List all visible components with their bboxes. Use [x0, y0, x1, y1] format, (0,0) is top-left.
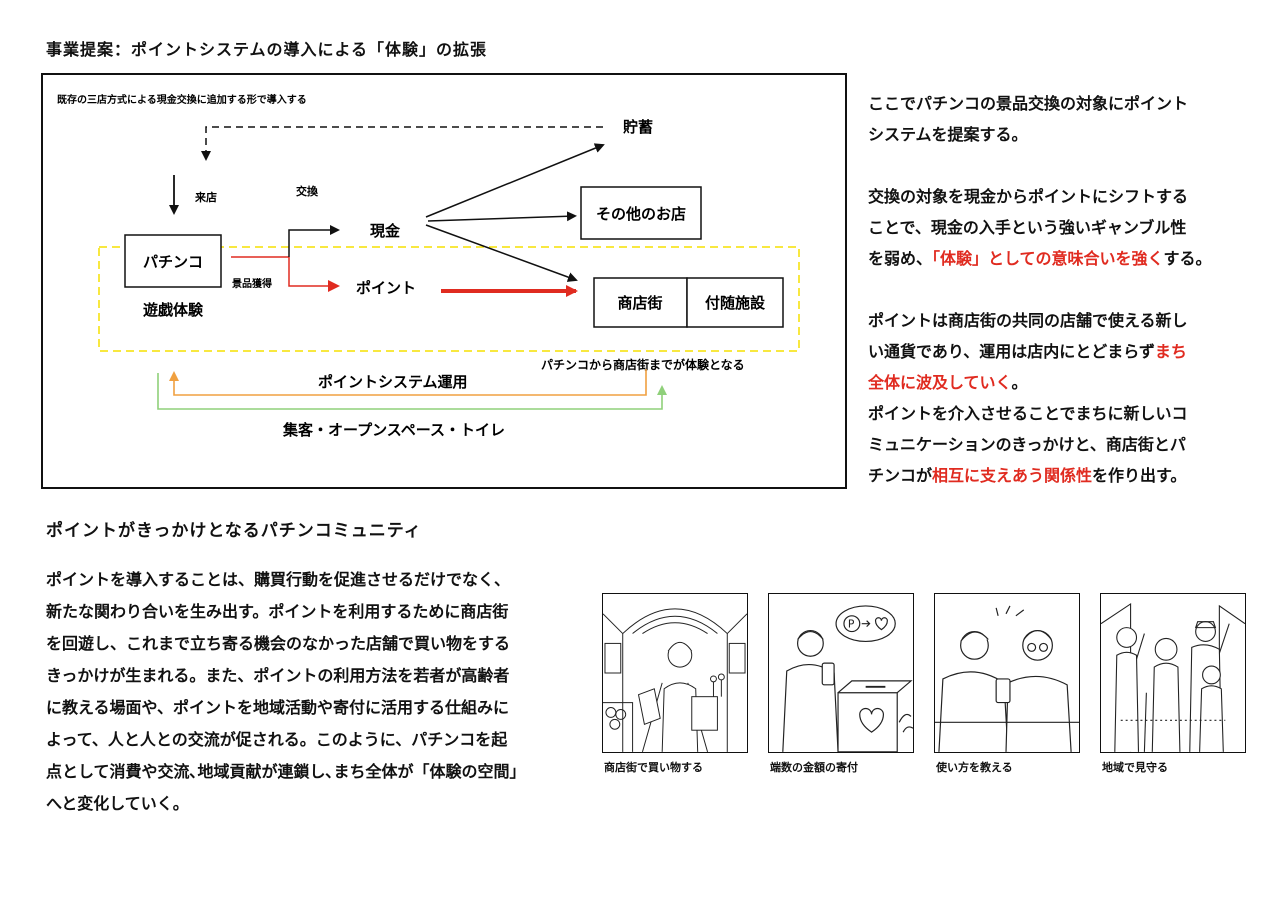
right-line-1: ここでパチンコの景品交換の対象にポイント — [868, 94, 1189, 113]
savings-return-arrow — [201, 126, 603, 161]
panel-caption-shopping: 商店街で買い物する — [604, 761, 703, 774]
shopping-street-box — [593, 277, 688, 328]
label-other-shops: その他のお店 — [596, 205, 686, 223]
right-line-5c: する。 — [1163, 249, 1212, 268]
label-exchange: 交換 — [296, 184, 319, 198]
label-visit: 来店 — [194, 190, 217, 204]
panel-caption-donation: 端数の金額の寄付 — [770, 761, 858, 774]
label-attract: 集客・オープンスペース・トイレ — [282, 421, 505, 439]
label-operation: ポイントシステム運用 — [318, 373, 468, 391]
right-line-7a: い通貨であり、運用は店内にとどまらず — [868, 342, 1155, 361]
shopping-street-illustration-icon — [603, 608, 747, 752]
label-facilities: 付随施設 — [705, 294, 766, 312]
cash-to-street-arrow — [425, 224, 578, 282]
label-cash: 現金 — [370, 222, 401, 240]
panel-caption-community: 地域で見守る — [1102, 761, 1168, 774]
label-experience-zone: パチンコから商店街までが体験となる — [541, 357, 745, 372]
bottom-line: に教える場面や、ポイントを地域活動や寄付に活用する仕組みに — [46, 698, 510, 717]
highlight-mutual: 相互に支えあう関係性 — [932, 466, 1093, 485]
label-prize: 景品獲得 — [232, 277, 272, 290]
label-pachinko: パチンコ — [143, 253, 203, 271]
right-line-6: ポイントは商店街の共同の店舗で使える新し — [868, 311, 1188, 330]
label-play: 遊戯体験 — [143, 301, 204, 319]
right-line-9: ポイントを介入させることでまちに新しいコ — [868, 404, 1188, 423]
panel-donation: P — [768, 593, 914, 753]
point-branch-arrow — [288, 257, 340, 292]
pachinko-box — [124, 234, 222, 288]
donation-box-illustration-icon: P — [782, 605, 913, 752]
svg-text:P: P — [848, 618, 855, 631]
right-line-7: い通貨であり、運用は店内にとどまらずまち — [868, 336, 1264, 367]
bottom-line: へと変化していく。 — [46, 794, 189, 813]
label-point: ポイント — [356, 279, 416, 297]
bottom-line: よって、人と人との交流が促される。このように、パチンコを起 — [46, 730, 508, 749]
cash-branch-arrow — [288, 225, 340, 257]
right-line-11a: チンコが — [868, 466, 933, 485]
right-line-3: 交換の対象を現金からポイントにシフトする — [868, 187, 1189, 206]
bottom-line: を回遊し、これまで立ち寄る機会のなかった店舗で買い物をする — [46, 634, 511, 653]
right-line-8: 全体に波及していく。 — [868, 367, 1264, 398]
operation-loop-arrow — [169, 369, 647, 396]
right-line-11c: を作り出す。 — [1092, 466, 1187, 485]
highlight-spread: 全体に波及していく — [868, 373, 1012, 392]
facilities-box — [686, 277, 784, 328]
cash-to-other-arrow — [427, 211, 577, 222]
highlight-experience: 「体験」としての意味合いを強く — [932, 249, 1164, 268]
panel-shopping — [602, 593, 748, 753]
attract-loop-arrow — [157, 373, 667, 410]
flow-diagram-svg: 既存の三店方式による現金交換に追加する形で導入する 貯蓄 来店 交換 パチンコ … — [57, 93, 800, 439]
highlight-town: まち — [1154, 342, 1187, 361]
label-shopping-street: 商店街 — [617, 294, 662, 312]
bottom-line: 点として消費や交流､地域貢献が連鎖し､まち全体が「体験の空間」 — [46, 762, 526, 781]
diagram-note: 既存の三店方式による現金交換に追加する形で導入する — [57, 93, 307, 106]
right-line-5: を弱め、「体験」としての意味合いを強くする。 — [868, 243, 1264, 274]
bottom-line: ポイントを導入することは、購買行動を促進させるだけでなく、 — [46, 570, 511, 589]
panel-caption-teaching: 使い方を教える — [936, 761, 1013, 774]
panel-teaching — [934, 593, 1080, 753]
label-savings: 貯蓄 — [623, 118, 653, 136]
right-line-4: ことで、現金の入手という強いギャンブル性 — [868, 218, 1187, 237]
bottom-line: 新たな関わり合いを生み出す。ポイントを利用するために商店街 — [46, 602, 509, 621]
right-line-11: チンコが相互に支えあう関係性を作り出す。 — [868, 460, 1264, 491]
right-line-10: ミュニケーションのきっかけと、商店街とパ — [868, 435, 1186, 454]
right-line-5a: を弱め、 — [868, 249, 933, 268]
bottom-description: ポイントを導入することは、購買行動を促進させるだけでなく、 新たな関わり合いを生… — [46, 564, 586, 820]
teaching-elderly-illustration-icon — [935, 605, 1079, 752]
community-watch-illustration-icon — [1101, 602, 1245, 752]
right-description: ここでパチンコの景品交換の対象にポイント システムを提案する。 交換の対象を現金… — [868, 88, 1264, 491]
right-line-2: システムを提案する。 — [868, 125, 1028, 144]
flow-diagram: 既存の三店方式による現金交換に追加する形で導入する 貯蓄 来店 交換 パチンコ … — [41, 73, 847, 489]
right-line-8b: 。 — [1011, 373, 1028, 392]
panel-community — [1100, 593, 1246, 753]
cash-to-savings-arrow — [425, 143, 605, 218]
section-title: ポイントがきっかけとなるパチンコミュニティ — [46, 521, 422, 541]
other-shops-box — [580, 186, 702, 240]
page-title: 事業提案：ポイントシステムの導入による「体験」の拡張 — [46, 40, 488, 59]
bottom-line: きっかけが生まれる。また、ポイントの利用方法を若者が高齢者 — [46, 666, 510, 685]
